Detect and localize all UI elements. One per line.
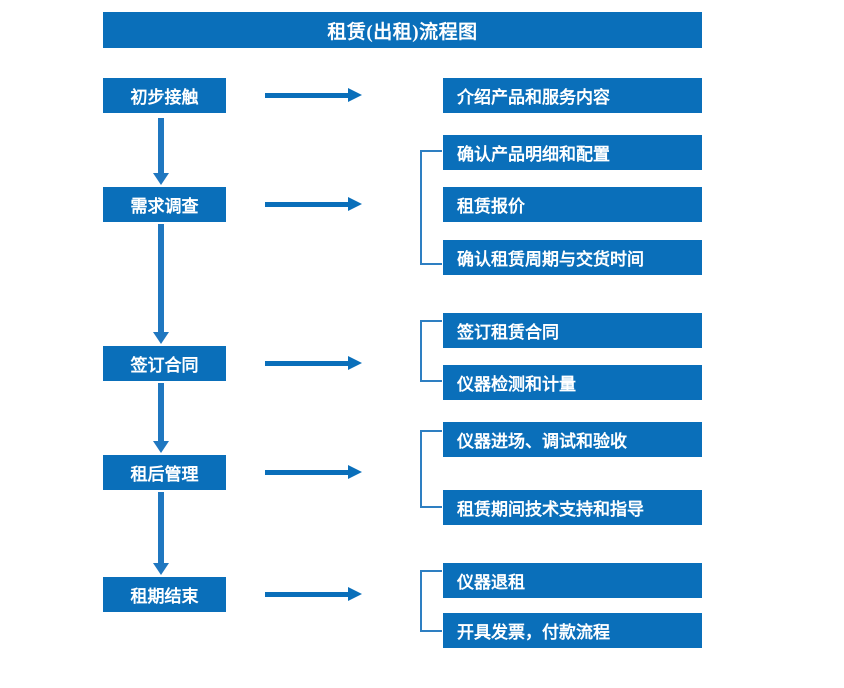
stage-box-5[interactable]: 租期结束 <box>103 577 226 612</box>
detail-box-8[interactable]: 租赁期间技术支持和指导 <box>443 490 702 525</box>
flow-arrow-right-3 <box>265 356 362 370</box>
detail-box-7[interactable]: 仪器进场、调试和验收 <box>443 422 702 457</box>
stage-box-1[interactable]: 初步接触 <box>103 78 226 113</box>
diagram-title: 租赁(出租)流程图 <box>103 12 702 48</box>
detail-box-3[interactable]: 租赁报价 <box>443 187 702 222</box>
arrow-shaft <box>158 118 164 173</box>
arrow-shaft <box>265 93 349 98</box>
flow-arrow-down-4 <box>153 492 169 575</box>
detail-box-6[interactable]: 仪器检测和计量 <box>443 365 702 400</box>
group-bracket-end <box>420 570 442 632</box>
flow-arrow-down-1 <box>153 118 169 185</box>
stage-box-4[interactable]: 租后管理 <box>103 455 226 490</box>
arrow-shaft <box>265 202 349 207</box>
flow-arrow-down-3 <box>153 383 169 453</box>
group-bracket-needs <box>420 150 442 265</box>
flow-arrow-right-4 <box>265 465 362 479</box>
flow-arrow-right-2 <box>265 197 362 211</box>
arrow-head <box>348 465 362 479</box>
stage-box-3[interactable]: 签订合同 <box>103 346 226 381</box>
arrow-shaft <box>158 383 164 441</box>
arrow-head <box>153 173 169 185</box>
stage-box-2[interactable]: 需求调查 <box>103 187 226 222</box>
flow-arrow-right-5 <box>265 587 362 601</box>
arrow-shaft <box>158 224 164 332</box>
arrow-shaft <box>158 492 164 563</box>
arrow-head <box>348 197 362 211</box>
arrow-head <box>153 563 169 575</box>
arrow-head <box>153 332 169 344</box>
detail-box-9[interactable]: 仪器退租 <box>443 563 702 598</box>
detail-box-2[interactable]: 确认产品明细和配置 <box>443 135 702 170</box>
arrow-head <box>348 356 362 370</box>
arrow-shaft <box>265 592 349 597</box>
arrow-shaft <box>265 361 349 366</box>
arrow-shaft <box>265 470 349 475</box>
arrow-head <box>348 88 362 102</box>
detail-box-10[interactable]: 开具发票，付款流程 <box>443 613 702 648</box>
flow-arrow-right-1 <box>265 88 362 102</box>
detail-box-1[interactable]: 介绍产品和服务内容 <box>443 78 702 113</box>
arrow-head <box>348 587 362 601</box>
detail-box-4[interactable]: 确认租赁周期与交货时间 <box>443 240 702 275</box>
detail-box-5[interactable]: 签订租赁合同 <box>443 313 702 348</box>
flow-arrow-down-2 <box>153 224 169 344</box>
group-bracket-contract <box>420 320 442 382</box>
arrow-head <box>153 441 169 453</box>
group-bracket-management <box>420 430 442 508</box>
